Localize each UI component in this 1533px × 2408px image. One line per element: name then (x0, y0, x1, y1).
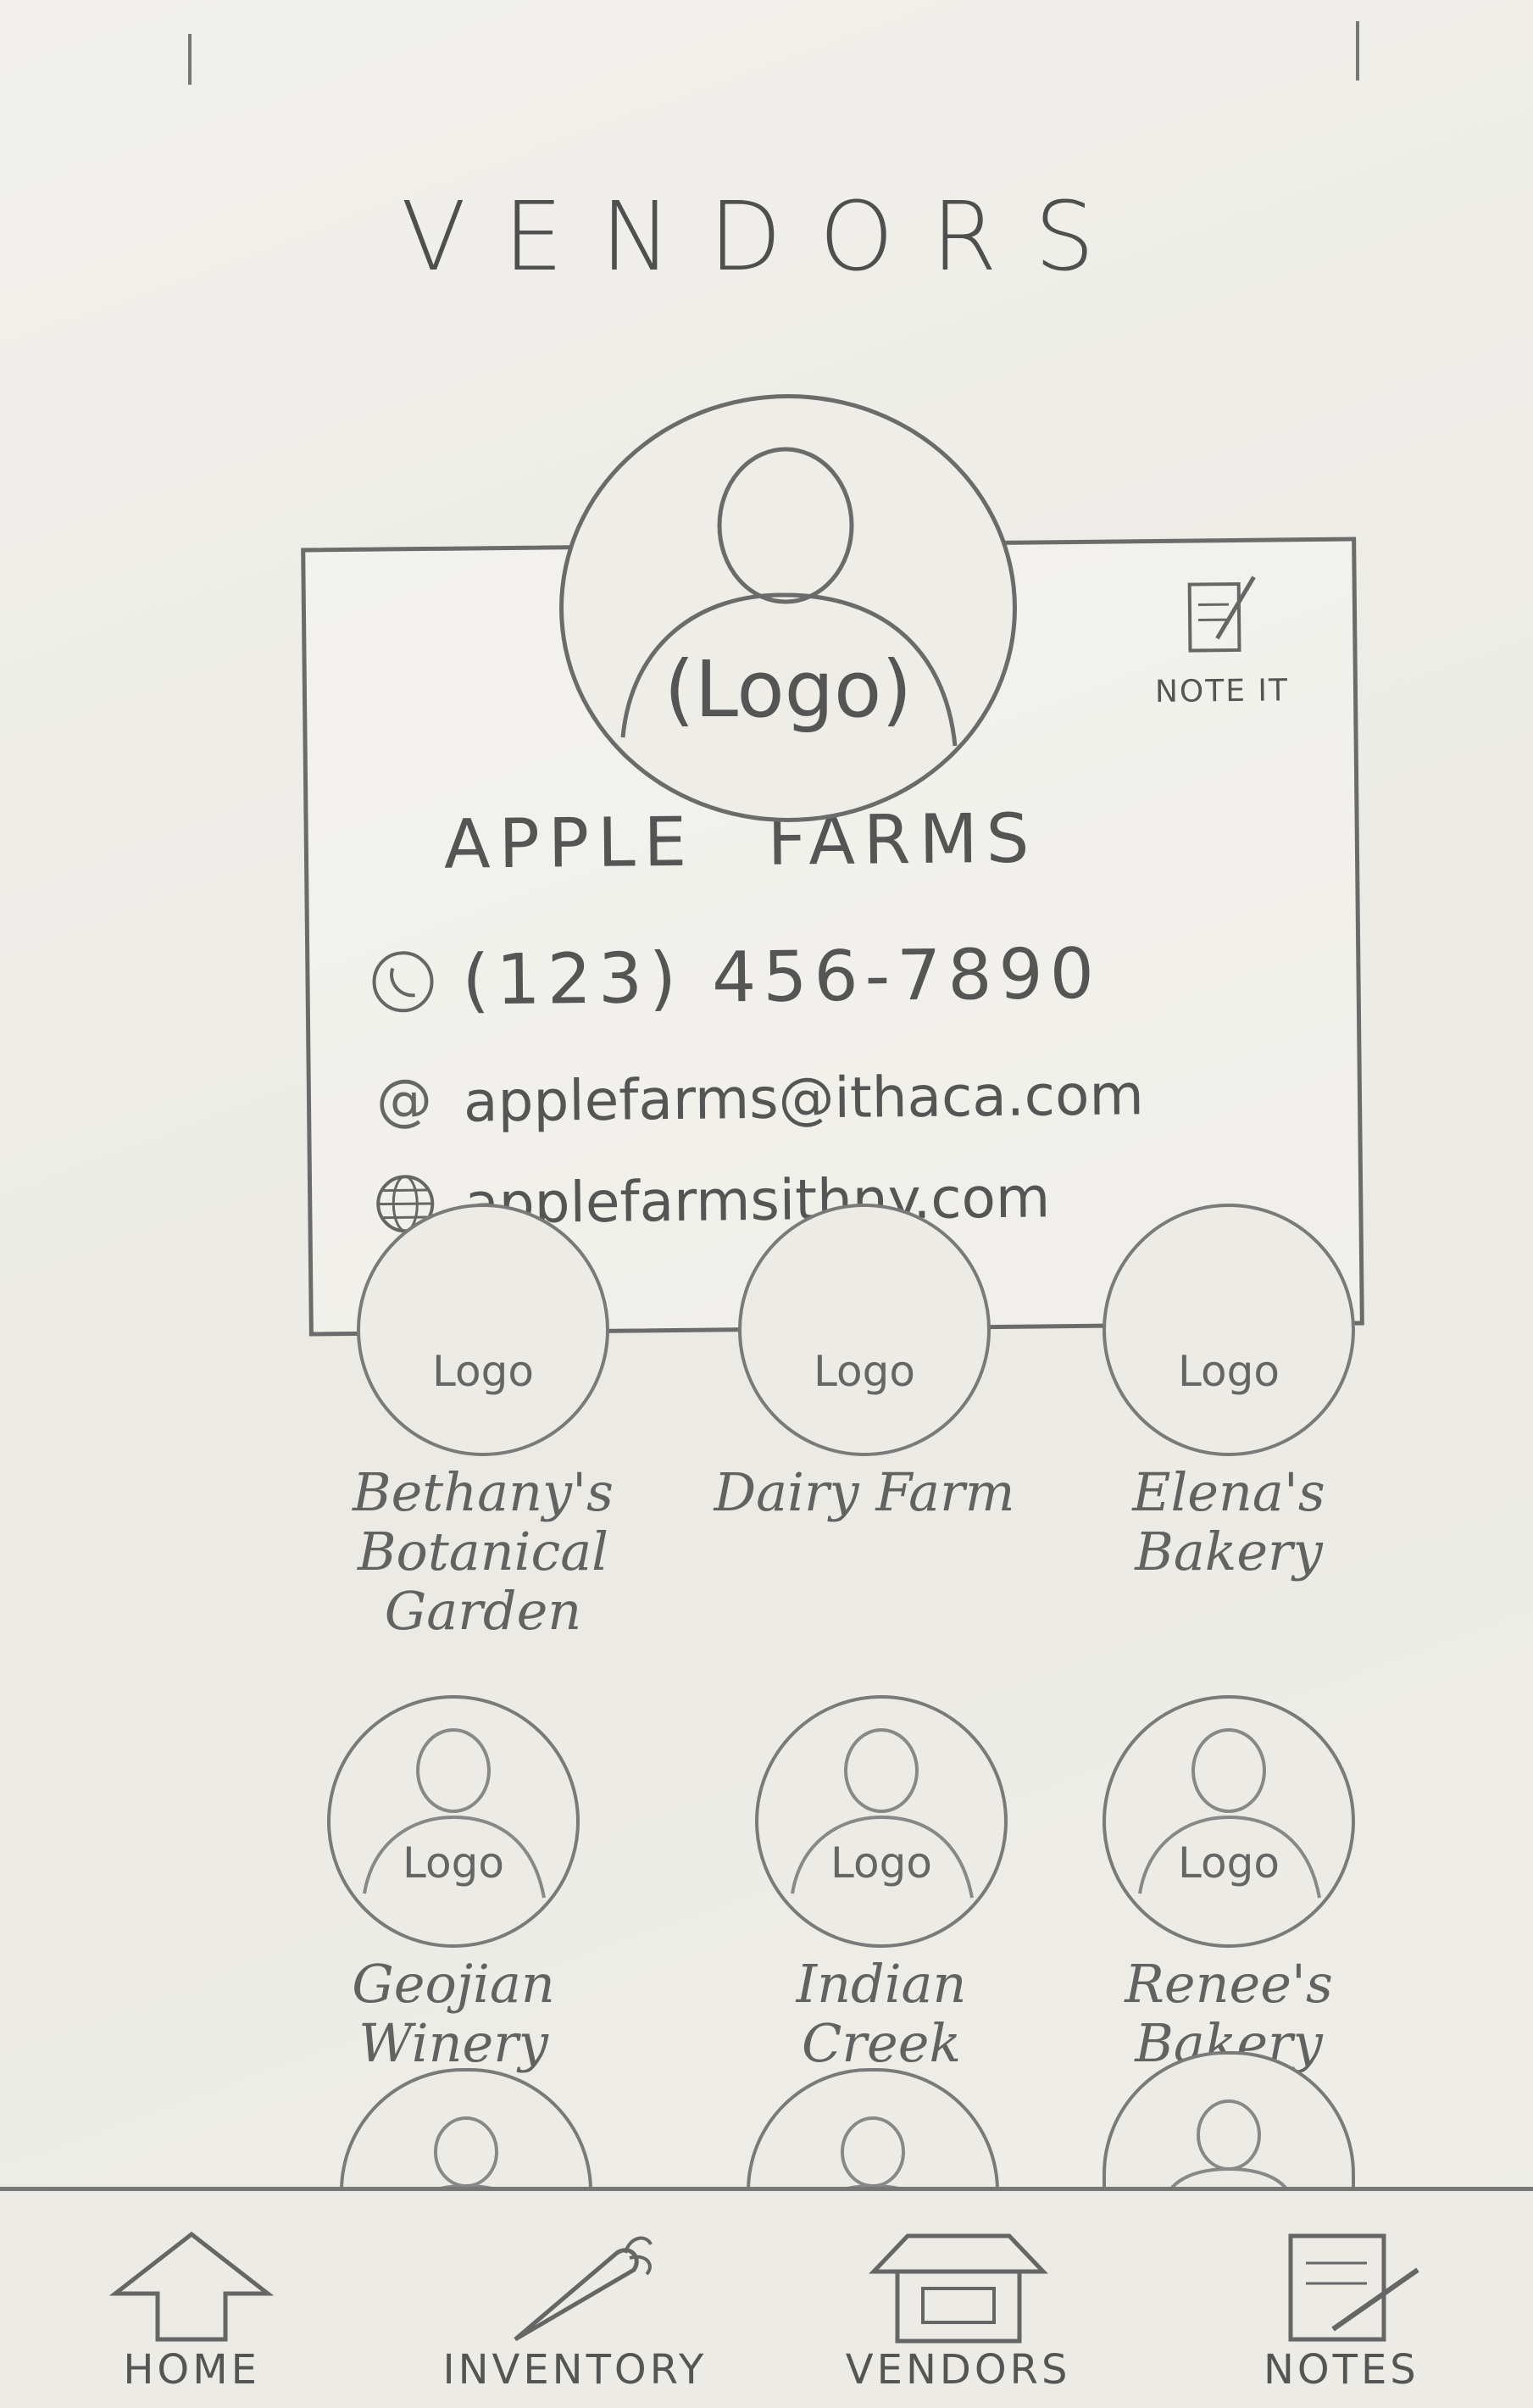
home-arrow-icon (108, 2231, 275, 2342)
note-it-label: NOTE IT (1154, 673, 1290, 709)
email-link[interactable]: @ applefarms@ithaca.com (370, 1060, 1144, 1137)
nav-notes-label: NOTES (1263, 2346, 1419, 2394)
vendor-tile-name: Dairy Farm (714, 1461, 1015, 1523)
logo-label: Logo (1178, 1838, 1280, 1888)
logo-label: Logo (1178, 1347, 1280, 1396)
vendor-tile[interactable]: Logo Dairy Farm (712, 1204, 1017, 1522)
phone-number: (123) 456-7890 (462, 933, 1102, 1021)
logo-label: Logo (432, 1347, 534, 1396)
person-icon (1164, 2099, 1294, 2199)
vendor-stall-icon (868, 2233, 1048, 2344)
phone-link[interactable]: (123) 456-7890 (369, 934, 1101, 1022)
featured-vendor-logo: (Logo) (559, 394, 1017, 822)
person-icon (620, 447, 958, 747)
person-icon (1138, 1728, 1321, 1899)
note-it-button[interactable]: NOTE IT (1136, 571, 1308, 709)
vendor-logo: Logo (327, 1695, 580, 1948)
nav-home-label: HOME (123, 2346, 260, 2394)
person-icon (791, 1728, 974, 1899)
at-sign-icon: @ (376, 1068, 433, 1133)
note-icon (1187, 576, 1256, 653)
nav-vendors[interactable]: VENDORS (797, 2227, 1119, 2408)
person-icon (363, 1728, 546, 1899)
featured-vendor-card[interactable]: NOTE IT APPLE FARMS (123) 456-7890 @ app… (301, 537, 1364, 1337)
vendor-logo: Logo (755, 1695, 1008, 1948)
globe-icon (376, 1175, 435, 1233)
carrot-icon (514, 2236, 653, 2342)
nav-notes[interactable]: NOTES (1180, 2227, 1502, 2408)
logo-label: Logo (403, 1838, 504, 1888)
vendor-tile[interactable] (1076, 2051, 1381, 2199)
vendor-tile-name: Renee's Bakery (1125, 1953, 1333, 2074)
bottom-nav: HOME INVENTORY VENDORS NOTES (0, 2187, 1533, 2408)
edge-mark (188, 34, 192, 85)
notes-icon (1288, 2233, 1419, 2342)
vendor-logo: Logo (738, 1204, 991, 1456)
vendor-tile[interactable]: Logo Geojian Winery (301, 1695, 606, 2073)
vendor-tile-name: Geojian Winery (352, 1953, 555, 2074)
page-title: VENDORS (401, 182, 1132, 292)
vendor-tile[interactable]: Logo Bethany's Botanical Garden (330, 1204, 636, 1641)
nav-inventory-label: INVENTORY (442, 2346, 708, 2394)
vendor-logo: Logo (1103, 1204, 1355, 1456)
svg-text:@: @ (376, 1068, 433, 1133)
vendor-tile[interactable]: Logo Indian Creek Farm (729, 1695, 1034, 2133)
nav-home[interactable]: HOME (31, 2227, 353, 2408)
nav-inventory[interactable]: INVENTORY (414, 2227, 736, 2408)
logo-label: Logo (830, 1838, 932, 1888)
vendor-tile-name: Bethany's Botanical Garden (353, 1461, 614, 1642)
vendor-logo: Logo (357, 1204, 609, 1456)
vendor-tile[interactable]: Logo Renee's Bakery (1076, 1695, 1381, 2073)
email-address: applefarms@ithaca.com (463, 1061, 1145, 1135)
logo-label: Logo (814, 1347, 915, 1396)
logo-label: (Logo) (664, 644, 913, 735)
edge-mark (1356, 21, 1359, 81)
nav-vendors-label: VENDORS (845, 2346, 1071, 2394)
vendor-logo (1103, 2051, 1355, 2199)
vendor-tile-name: Elena's Bakery (1132, 1461, 1325, 1582)
vendor-tile[interactable]: Logo Elena's Bakery (1076, 1204, 1381, 1582)
vendor-logo: Logo (1103, 1695, 1355, 1948)
phone-icon (372, 950, 434, 1012)
website-link[interactable]: applefarmsithny.com (371, 1163, 1051, 1237)
